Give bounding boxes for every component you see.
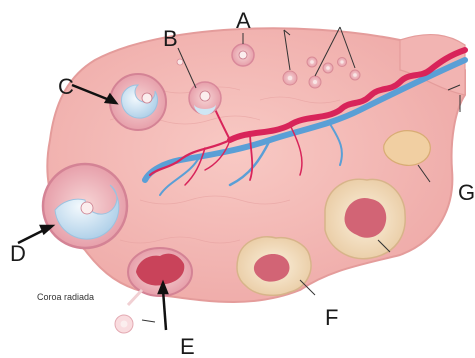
label-g: G xyxy=(458,182,475,204)
label-d: D xyxy=(10,243,26,265)
follicle-d xyxy=(43,164,127,248)
label-f: F xyxy=(325,307,338,329)
follicle-c xyxy=(110,74,166,130)
label-a: A xyxy=(236,10,251,32)
released-oocyte xyxy=(115,290,142,333)
label-corona-radiata: Coroa radiada xyxy=(37,293,94,302)
corpus-albicans-g xyxy=(384,131,431,166)
label-c: C xyxy=(58,76,74,98)
follicle-a xyxy=(232,44,254,66)
label-e: E xyxy=(180,336,195,358)
corpus-luteum-f xyxy=(237,237,311,296)
label-b: B xyxy=(163,28,178,50)
corpus-luteum-large xyxy=(325,179,405,258)
follicle-b xyxy=(189,82,221,115)
